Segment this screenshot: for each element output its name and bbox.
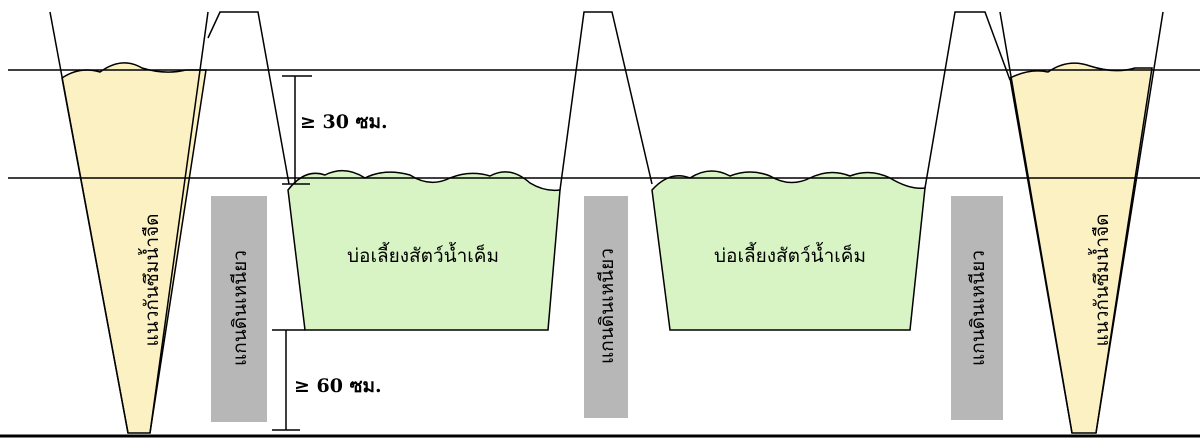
- pond-left-shape: [287, 169, 561, 331]
- upper-dimension-label: ≥ 30 ซม.: [300, 111, 388, 133]
- clay-core-mid-shape: [584, 196, 628, 418]
- pond-right-label: บ่อเลี้ยงสัตว์น้ำเค็ม: [714, 242, 866, 267]
- freshwater-barrier-right-shape: [1009, 62, 1153, 434]
- clay-core-mid-label: แกนดินเหนียว: [596, 248, 618, 364]
- freshwater-barrier-right-label: แนวกันซึมน้ำจืด: [1088, 214, 1113, 347]
- clay-core-left-label: แกนดินเหนียว: [229, 250, 251, 366]
- lower-dimension-label: ≥ 60 ซม.: [294, 375, 382, 397]
- upper-dimension-marker: [282, 75, 312, 185]
- lower-dimension-marker: [272, 329, 305, 431]
- pond-left-label: บ่อเลี้ยงสัตว์น้ำเค็ม: [347, 242, 499, 267]
- freshwater-barrier-left-shape: [61, 62, 207, 434]
- freshwater-barrier-left-label: แนวกันซึมน้ำจืด: [138, 214, 163, 347]
- clay-core-right-label: แกนดินเหนียว: [967, 250, 989, 366]
- clay-core-right-shape: [951, 196, 1003, 420]
- clay-core-left-shape: [211, 196, 267, 422]
